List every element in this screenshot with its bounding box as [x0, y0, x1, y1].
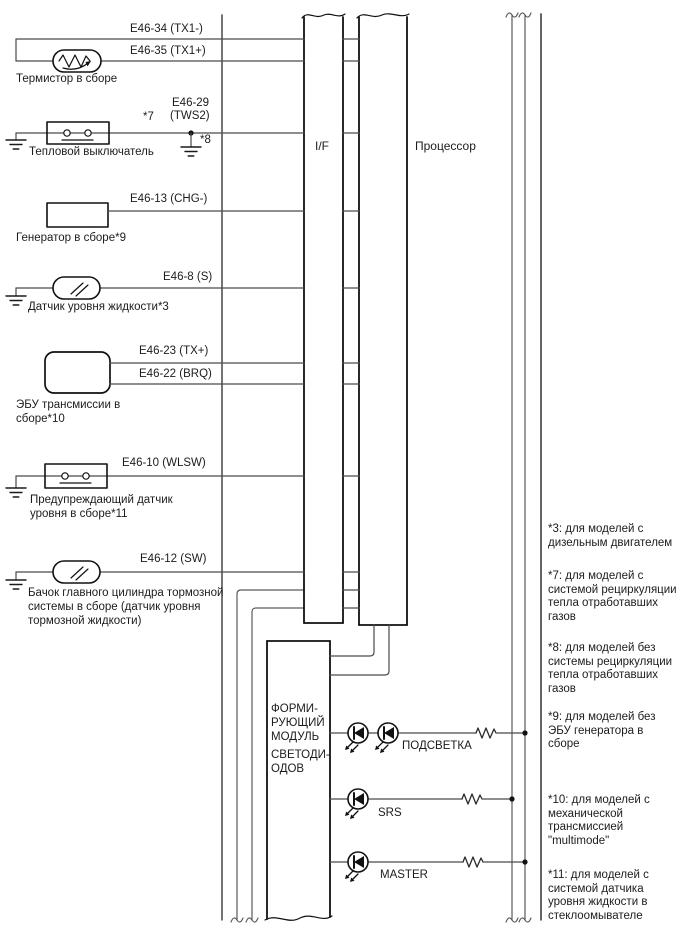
led-icon — [374, 722, 399, 754]
label-fluid-level-sensor: Датчик уровня жидкости*3 — [28, 301, 169, 313]
level-sensor-icon — [70, 282, 89, 297]
footnote-marker-7: *7 — [143, 111, 154, 123]
transmission-ecu-circuit — [44, 351, 305, 394]
led-icon — [344, 851, 369, 883]
level-sensor-icon — [70, 566, 89, 581]
brake-reservoir-circuit — [5, 560, 305, 590]
label-thermal-switch: Тепловой выключатель — [29, 146, 154, 158]
pin-label-chg: E46-13 (CHG-) — [130, 193, 208, 205]
switch-contacts-icon — [61, 129, 94, 141]
pin-label-tx1-plus: E46-35 (TX1+) — [130, 45, 206, 57]
footnote-marker-8: *8 — [200, 134, 211, 146]
label-illumination: ПОДСВЕТКА — [402, 740, 472, 752]
footnote-11: *11: для моделей с системой датчика уров… — [548, 869, 649, 922]
ground-icon — [5, 295, 27, 306]
label-thermistor: Термистор в сборе — [16, 73, 118, 85]
pin-label-tx1-minus: E46-34 (TX1-) — [130, 23, 203, 35]
junction-dot — [522, 859, 528, 865]
illumination-led-circuit — [329, 722, 528, 754]
processor-to-led-module-wires — [329, 624, 390, 676]
pin-label-sw: E46-12 (SW) — [140, 553, 207, 565]
pin-label-brq: E46-22 (BRQ) — [139, 368, 212, 380]
pin-label-wlsw: E46-10 (WLSW) — [122, 457, 206, 469]
ground-icon — [5, 139, 27, 150]
thermal-switch-circuit — [5, 121, 305, 157]
label-if-module: I/F — [315, 139, 329, 153]
label-warning-level-sensor: Предупреждающий датчик уровня в сборе*11 — [30, 494, 173, 520]
junction-dot — [522, 730, 528, 736]
label-brake-master-reservoir: Бачок главного цилиндра тормозной систем… — [28, 587, 224, 627]
footnote-7: *7: для моделей с системой рециркуляции … — [548, 570, 677, 623]
pin-label-s: E46-8 (S) — [163, 271, 213, 283]
resistor-icon — [475, 727, 497, 739]
pin-label-tws2-line1: E46-29 — [172, 97, 210, 109]
srs-led-circuit — [329, 788, 515, 820]
label-processor-module: Процессор — [415, 139, 476, 153]
generator-circuit — [46, 202, 305, 228]
label-transmission-ecu: ЭБУ трансмиссии в сборе*10 — [16, 399, 121, 425]
resistor-icon — [462, 856, 484, 868]
ground-icon — [5, 579, 27, 590]
resistor-icon — [461, 793, 483, 805]
label-master: MASTER — [380, 869, 428, 881]
junction-dot — [509, 796, 515, 802]
ground-icon — [180, 146, 202, 157]
fluid-level-sensor-circuit — [5, 276, 305, 306]
thermistor-circuit — [15, 38, 305, 73]
if-processor-links — [342, 38, 360, 609]
processor-module-box — [356, 13, 410, 626]
switch-contacts-icon — [59, 472, 92, 484]
master-led-circuit — [329, 851, 528, 883]
led-icon — [344, 788, 369, 820]
if-module-box — [301, 13, 346, 624]
led-module-box — [264, 640, 333, 921]
lower-feed-rails — [230, 589, 305, 923]
led-icon — [344, 722, 369, 754]
footnote-10: *10: для моделей с механической трансмис… — [548, 794, 650, 847]
footnote-9: *9: для моделей без ЭБУ генератора в сбо… — [548, 711, 656, 750]
pin-label-tx-plus: E46-23 (TX+) — [139, 345, 209, 357]
right-harness-rails — [505, 12, 532, 923]
label-srs: SRS — [378, 807, 402, 819]
label-led-former-module-2: СВЕТОДИ- ОДОВ — [271, 749, 330, 775]
pin-label-tws2-line2: (TWS2) — [170, 110, 210, 122]
thermistor-icon — [58, 54, 91, 70]
footnote-8: *8: для моделей без системы рециркуляции… — [548, 642, 673, 695]
ground-icon — [5, 487, 27, 498]
label-led-former-module: ФОРМИ- РУЮЩИЙ МОДУЛЬ — [271, 703, 325, 743]
warning-level-sensor-circuit — [5, 463, 305, 498]
label-generator: Генератор в сборе*9 — [16, 232, 126, 244]
footnote-3: *3: для моделей с дизельным двигателем — [548, 523, 673, 549]
